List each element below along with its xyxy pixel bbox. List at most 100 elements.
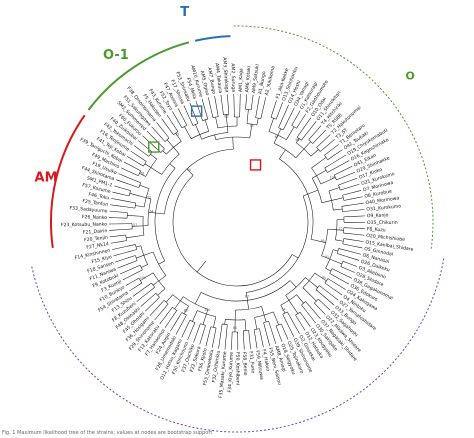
- clade-label-am: AM: [35, 170, 58, 185]
- tree-branches: [109, 94, 366, 351]
- terminal-branch: [256, 95, 260, 109]
- terminal-branch: [352, 196, 363, 199]
- internal-branch: [291, 120, 295, 126]
- internal-branch: [255, 108, 258, 118]
- internal-branch: [195, 323, 201, 336]
- internal-branch: [156, 132, 166, 142]
- internal-branch: [319, 285, 333, 296]
- terminal-branch: [357, 202, 364, 205]
- internal-branch: [296, 120, 302, 129]
- internal-branch: [194, 292, 202, 305]
- internal-branch: [186, 168, 194, 176]
- terminal-branch: [164, 320, 171, 328]
- terminal-branch: [284, 104, 289, 114]
- node-arc: [254, 328, 260, 330]
- internal-branch: [198, 109, 203, 121]
- internal-branch: [155, 300, 165, 311]
- leaf-label: F27_Nk14: [86, 241, 109, 251]
- terminal-branch: [332, 287, 343, 296]
- terminal-branch: [177, 108, 183, 118]
- internal-branch: [308, 130, 317, 141]
- bootstrap-value: 100: [330, 176, 336, 180]
- terminal-branch: [125, 282, 132, 286]
- internal-branch: [135, 161, 144, 167]
- terminal-branch: [334, 149, 343, 155]
- internal-branch: [263, 315, 267, 322]
- terminal-branch: [145, 300, 157, 312]
- leaf-label: AM7_Bungo: [206, 67, 217, 95]
- internal-branch: [178, 315, 187, 330]
- terminal-branch: [271, 329, 277, 345]
- terminal-branch: [170, 320, 178, 332]
- internal-branch: [169, 310, 177, 321]
- internal-branch: [305, 277, 310, 281]
- terminal-branch: [159, 311, 170, 325]
- node-arc: [152, 251, 167, 276]
- clade-arc-o: [233, 25, 434, 250]
- node-arc: [324, 278, 329, 284]
- internal-branch: [292, 254, 299, 259]
- bootstrap-value: 64: [149, 210, 153, 214]
- internal-branch: [141, 264, 148, 268]
- internal-branch: [341, 203, 358, 207]
- internal-branch: [225, 114, 228, 127]
- terminal-branch: [201, 98, 207, 115]
- terminal-branch: [149, 309, 156, 316]
- bootstrap-value: 88: [184, 308, 188, 312]
- clade-label-o: O: [405, 70, 414, 83]
- internal-branch: [286, 126, 295, 140]
- node-arc: [212, 116, 219, 118]
- internal-branch: [343, 232, 357, 235]
- terminal-branch: [109, 229, 124, 231]
- internal-branch: [137, 282, 143, 286]
- terminal-branch: [340, 272, 353, 279]
- node-arc: [164, 137, 170, 142]
- terminal-branch: [347, 262, 358, 267]
- internal-branch: [165, 294, 173, 303]
- node-arc: [160, 148, 165, 153]
- terminal-branch: [332, 154, 347, 164]
- internal-branch: [303, 141, 311, 150]
- terminal-branch: [306, 321, 311, 327]
- internal-branch: [176, 312, 183, 321]
- bootstrap-value: 52: [147, 195, 151, 199]
- node-arc: [311, 167, 322, 185]
- internal-branch: [222, 109, 224, 115]
- internal-branch: [268, 320, 272, 330]
- terminal-branch: [309, 121, 317, 131]
- node-arc: [210, 326, 217, 329]
- terminal-branch: [277, 102, 283, 115]
- node-arc: [172, 307, 177, 311]
- internal-branch: [127, 215, 144, 217]
- internal-branch: [315, 289, 324, 296]
- internal-branch: [282, 314, 287, 323]
- highlight-box: [148, 141, 160, 153]
- terminal-branch: [129, 285, 138, 292]
- internal-branch: [296, 129, 303, 138]
- internal-branch: [186, 110, 194, 126]
- leaf-label: F26_Nanko: [82, 214, 108, 221]
- terminal-branch: [132, 288, 145, 297]
- terminal-branch: [110, 241, 122, 244]
- leaf-label: F15_Kiyo: [91, 254, 113, 265]
- internal-branch: [166, 139, 174, 148]
- node-arc: [342, 238, 344, 244]
- bootstrap-value: 100: [204, 308, 210, 312]
- terminal-branch: [154, 310, 163, 321]
- terminal-branch: [351, 209, 365, 212]
- node-arc: [143, 188, 150, 208]
- bootstrap-value: 76: [140, 172, 144, 176]
- internal-branch: [312, 139, 317, 144]
- terminal-branch: [266, 335, 270, 346]
- terminal-branch: [293, 110, 301, 122]
- internal-branch: [136, 168, 141, 172]
- node-arc: [152, 272, 166, 289]
- leaf-label: O35_Chikurin: [367, 220, 398, 226]
- terminal-branch: [114, 185, 122, 189]
- internal-branch: [135, 205, 145, 208]
- internal-branch: [302, 287, 317, 302]
- internal-branch: [209, 326, 212, 332]
- internal-branch: [180, 296, 184, 301]
- internal-branch: [342, 193, 348, 196]
- internal-branch: [338, 181, 348, 186]
